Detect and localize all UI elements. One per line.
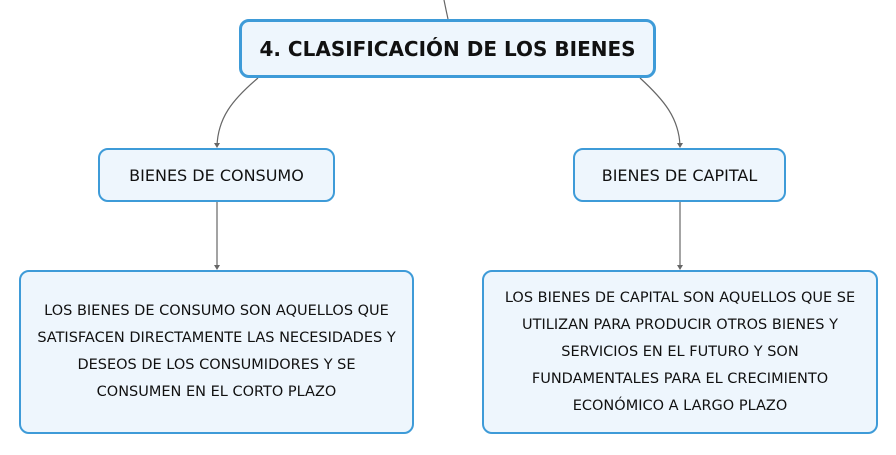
description-text: LOS BIENES DE CONSUMO SON AQUELLOS QUE S… <box>37 303 396 400</box>
description-bienes-de-consumo[interactable]: LOS BIENES DE CONSUMO SON AQUELLOS QUE S… <box>19 270 414 434</box>
root-node[interactable]: 4. CLASIFICACIÓN DE LOS BIENES <box>239 19 656 78</box>
arrowhead-capital-description <box>677 265 683 270</box>
node-label: BIENES DE CAPITAL <box>601 165 758 185</box>
node-bienes-de-capital[interactable]: BIENES DE CAPITAL <box>573 148 786 202</box>
connector-root-to-capital <box>639 77 681 147</box>
arrowhead-consumo-description <box>214 265 220 270</box>
node-bienes-de-consumo[interactable]: BIENES DE CONSUMO <box>98 148 335 202</box>
description-bienes-de-capital[interactable]: LOS BIENES DE CAPITAL SON AQUELLOS QUE S… <box>482 270 878 434</box>
connector-root-to-consumo <box>216 77 259 147</box>
root-node-label: 4. CLASIFICACIÓN DE LOS BIENES <box>259 36 636 61</box>
arrowhead-consumo <box>214 143 220 148</box>
connector-parent-to-root <box>443 0 449 20</box>
node-label: BIENES DE CONSUMO <box>129 165 304 185</box>
description-text: LOS BIENES DE CAPITAL SON AQUELLOS QUE S… <box>504 289 856 414</box>
arrowhead-capital <box>677 143 683 148</box>
